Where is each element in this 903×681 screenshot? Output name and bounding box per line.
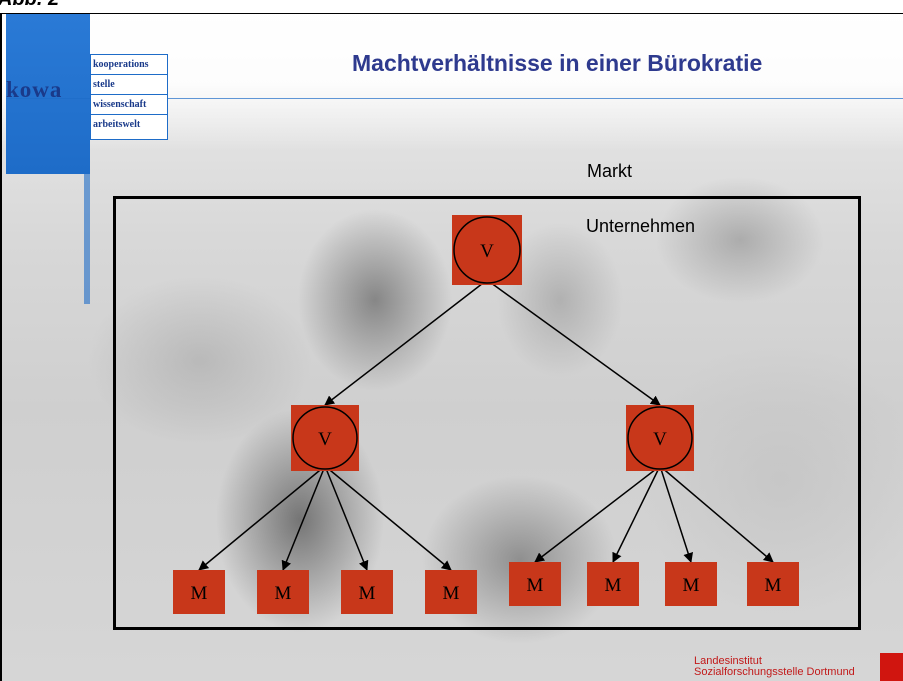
employee-node: M [665, 562, 717, 606]
node-circle [292, 406, 358, 470]
node-square [587, 562, 639, 606]
node-label: M [275, 583, 292, 604]
node-label: M [443, 583, 460, 604]
node-circle [627, 406, 693, 470]
employee-node: M [173, 570, 225, 614]
logo-blue-bar-extension [84, 174, 90, 304]
hierarchy-arrow [324, 465, 452, 571]
node-square [665, 562, 717, 606]
node-label: M [605, 575, 622, 596]
footer-institute-line2: Sozialforschungsstelle Dortmund [694, 666, 855, 678]
slide-title: Machtverhältnisse in einer Bürokratie [352, 50, 763, 76]
hierarchy-arrow [659, 465, 693, 563]
left-rule [0, 14, 2, 681]
node-label: V [318, 429, 332, 450]
logo-row: stelle [91, 75, 167, 95]
node-square [341, 570, 393, 614]
logo-row: arbeitswelt [93, 119, 141, 130]
node-label: M [191, 583, 208, 604]
hierarchy-arrow [281, 465, 326, 571]
footer-logo-block [880, 653, 903, 681]
logo-text: kowa [6, 77, 63, 102]
market-label: Markt [587, 161, 632, 181]
middle-manager-node: V [626, 405, 694, 471]
footer-institute-line1: Landesinstitut [694, 655, 762, 667]
figure-label: Abb. 2 [0, 0, 59, 11]
node-label: M [527, 575, 544, 596]
node-square [425, 570, 477, 614]
node-square [173, 570, 225, 614]
employee-node: M [257, 570, 309, 614]
hierarchy-arrow [659, 465, 774, 563]
hierarchy-edges [198, 279, 774, 571]
logo-box: kooperations stelle wissenschaft arbeits… [90, 54, 168, 140]
footer-institute: Landesinstitut Sozialforschungsstelle Do… [694, 656, 855, 678]
employee-node: M [509, 562, 561, 606]
header-divider [6, 98, 903, 99]
logo-row: kooperations [91, 55, 167, 75]
node-circle [453, 216, 521, 284]
node-label: M [359, 583, 376, 604]
hierarchy-arrow [486, 279, 661, 406]
top-manager-node: V [452, 215, 522, 285]
node-square [509, 562, 561, 606]
node-label: M [683, 575, 700, 596]
employee-node: M [587, 562, 639, 606]
employee-node: M [425, 570, 477, 614]
hierarchy-arrow [534, 465, 661, 563]
node-label: V [480, 241, 494, 262]
logo-blue-bar [6, 14, 90, 174]
node-square [257, 570, 309, 614]
company-label: Unternehmen [586, 216, 696, 236]
top-rule [0, 13, 903, 14]
company-boundary [113, 196, 861, 630]
hierarchy-arrow [612, 465, 661, 563]
node-label: V [653, 429, 667, 450]
employee-node: M [747, 562, 799, 606]
hierarchy-arrow [198, 465, 326, 571]
logo-row: wissenschaft [91, 95, 167, 115]
hierarchy-arrow [324, 465, 369, 571]
middle-manager-node: V [291, 405, 359, 471]
hierarchy-nodes: V V V M M M M M M M M [173, 215, 799, 614]
employee-node: M [341, 570, 393, 614]
node-label: M [765, 575, 782, 596]
hierarchy-arrow [324, 279, 488, 406]
node-square [747, 562, 799, 606]
